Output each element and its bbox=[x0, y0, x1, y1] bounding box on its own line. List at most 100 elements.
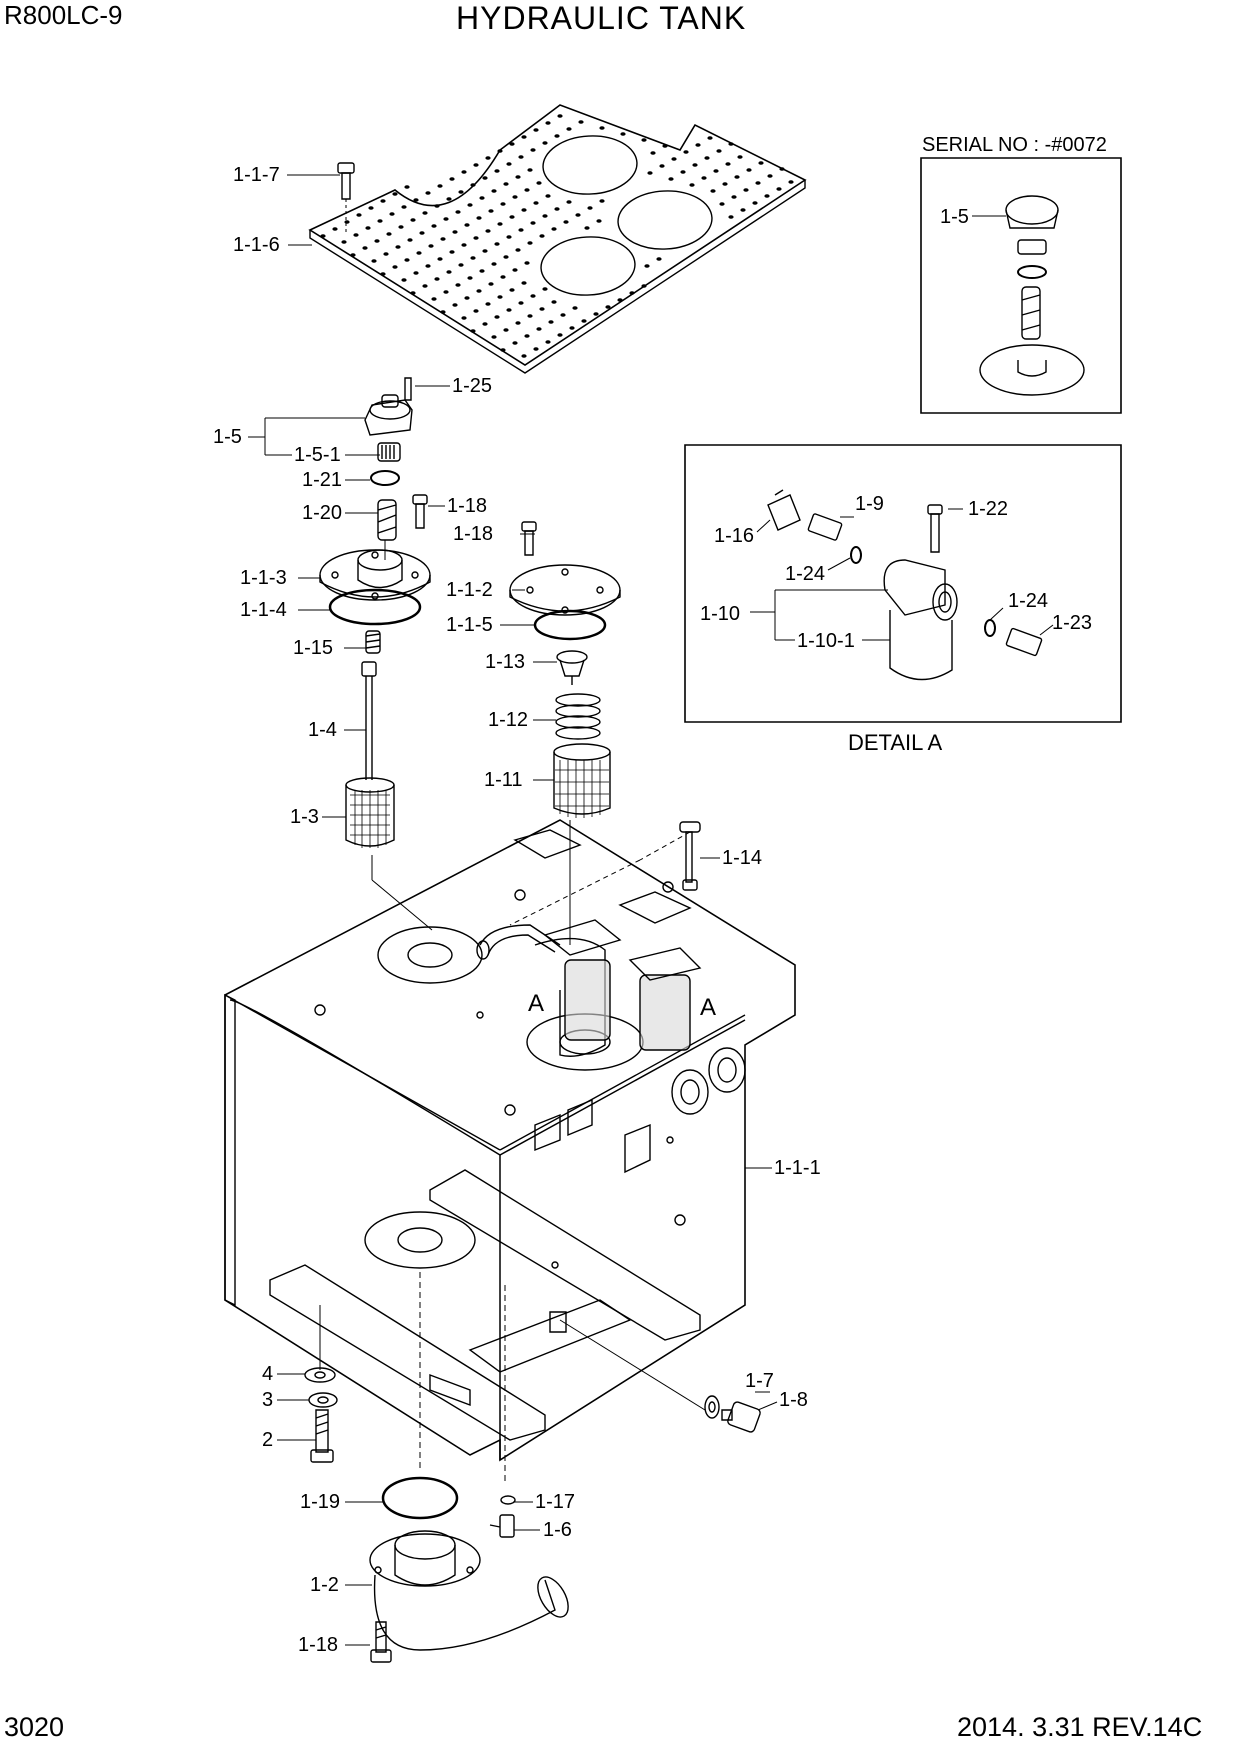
rod-1-4 bbox=[362, 662, 376, 780]
perforation-hole bbox=[539, 234, 545, 238]
filter-housing-a-left bbox=[535, 920, 620, 1056]
perforation-hole bbox=[551, 300, 557, 304]
perforation-hole bbox=[533, 201, 539, 205]
label-1-20: 1-20 bbox=[302, 502, 343, 524]
perforation-hole bbox=[431, 224, 437, 228]
label-detail-1-9: 1-9 bbox=[855, 493, 884, 515]
perforation-hole bbox=[443, 290, 449, 294]
perforation-hole bbox=[671, 157, 677, 161]
perforation-hole bbox=[551, 227, 557, 231]
perforation-hole bbox=[401, 205, 407, 209]
view-marker-a-left: A bbox=[528, 990, 545, 1017]
perforation-hole bbox=[431, 297, 437, 301]
perforation-hole bbox=[479, 196, 485, 200]
label-detail-1-10-1: 1-10-1 bbox=[797, 630, 855, 652]
label-1-5: 1-5 bbox=[213, 426, 242, 448]
perforation-hole bbox=[341, 240, 347, 244]
connector-1-16 bbox=[768, 490, 800, 530]
perforation-hole bbox=[401, 278, 407, 282]
perforation-hole bbox=[713, 169, 719, 173]
assembly-lines bbox=[320, 540, 705, 1485]
perforation-hole bbox=[599, 199, 605, 203]
perforation-hole bbox=[710, 189, 716, 193]
perforation-hole bbox=[458, 263, 464, 267]
perforation-hole bbox=[524, 334, 530, 338]
perforation-hole bbox=[392, 192, 398, 196]
perforation-hole bbox=[368, 206, 374, 210]
perforation-hole bbox=[395, 245, 401, 249]
perforation-hole bbox=[377, 219, 383, 223]
perforation-hole bbox=[461, 316, 467, 320]
perforation-hole bbox=[704, 156, 710, 160]
perforation-hole bbox=[455, 283, 461, 287]
spring-1-12 bbox=[556, 694, 600, 739]
perforation-hole bbox=[764, 194, 770, 198]
perforation-hole bbox=[512, 195, 518, 199]
perforation-hole bbox=[668, 177, 674, 181]
perforation-hole bbox=[500, 275, 506, 279]
perforation-hole bbox=[332, 227, 338, 231]
label-1-19: 1-19 bbox=[300, 1491, 341, 1513]
cover-1-1-2 bbox=[510, 565, 620, 615]
perforation-hole bbox=[548, 320, 554, 324]
perforation-hole bbox=[725, 162, 731, 166]
perforation-hole bbox=[656, 257, 662, 261]
label-detail-1-10: 1-10 bbox=[700, 603, 741, 625]
perforation-hole bbox=[593, 312, 599, 316]
perforation-hole bbox=[446, 197, 452, 201]
label-1-18-b: 1-18 bbox=[453, 523, 494, 545]
perforation-hole bbox=[521, 281, 527, 285]
perforation-hole bbox=[485, 156, 491, 160]
breather-1-5 bbox=[365, 378, 412, 435]
perforation-hole bbox=[497, 149, 503, 153]
perforation-hole bbox=[470, 329, 476, 333]
perforation-hole bbox=[719, 202, 725, 206]
perforation-hole bbox=[581, 319, 587, 323]
perforation-hole bbox=[455, 210, 461, 214]
perforation-hole bbox=[530, 148, 536, 152]
perforation-hole bbox=[728, 215, 734, 219]
perforation-hole bbox=[734, 175, 740, 179]
label-detail-1-24-b: 1-24 bbox=[1008, 590, 1049, 612]
label-1-4: 1-4 bbox=[308, 719, 337, 741]
perforation-hole bbox=[554, 207, 560, 211]
bolt-1-1-7 bbox=[338, 163, 354, 235]
drain-1-17 bbox=[501, 1496, 515, 1504]
label-1-1-2: 1-1-2 bbox=[446, 579, 493, 601]
oring-1-24-a bbox=[851, 547, 861, 563]
perforation-hole bbox=[503, 182, 509, 186]
perforation-hole bbox=[536, 181, 542, 185]
side-ports bbox=[535, 1048, 745, 1172]
filter-housing-1-10 bbox=[884, 560, 957, 680]
label-1-1-7: 1-1-7 bbox=[233, 164, 280, 186]
perforation-hole bbox=[434, 204, 440, 208]
perforation-hole bbox=[722, 182, 728, 186]
perforation-hole bbox=[464, 296, 470, 300]
revision-date: 2014. 3.31 REV.14C bbox=[957, 1712, 1203, 1742]
perforation-hole bbox=[380, 199, 386, 203]
label-1-15: 1-15 bbox=[293, 637, 334, 659]
perforation-hole bbox=[365, 226, 371, 230]
bolt-2 bbox=[311, 1410, 333, 1462]
perforation-hole bbox=[506, 235, 512, 239]
perforation-hole bbox=[407, 238, 413, 242]
perforation-hole bbox=[491, 189, 497, 193]
perforation-hole bbox=[533, 347, 539, 351]
page-number: 3020 bbox=[4, 1712, 65, 1742]
washer-4 bbox=[305, 1368, 335, 1382]
perforation-hole bbox=[533, 128, 539, 132]
perforation-hole bbox=[650, 151, 656, 155]
perforation-hole bbox=[410, 218, 416, 222]
oring-1-1-4 bbox=[330, 590, 420, 624]
perforation-hole bbox=[320, 234, 326, 238]
perforation-hole bbox=[587, 206, 593, 210]
model-number: R800LC-9 bbox=[4, 0, 123, 30]
label-serial-1-5: 1-5 bbox=[940, 206, 969, 228]
perforation-hole bbox=[521, 135, 527, 139]
perforation-hole bbox=[518, 301, 524, 305]
perforation-hole bbox=[641, 138, 647, 142]
label-detail-1-23: 1-23 bbox=[1052, 612, 1093, 634]
label-1-1-4: 1-1-4 bbox=[240, 599, 287, 621]
perforation-hole bbox=[716, 149, 722, 153]
perforation-hole bbox=[728, 142, 734, 146]
